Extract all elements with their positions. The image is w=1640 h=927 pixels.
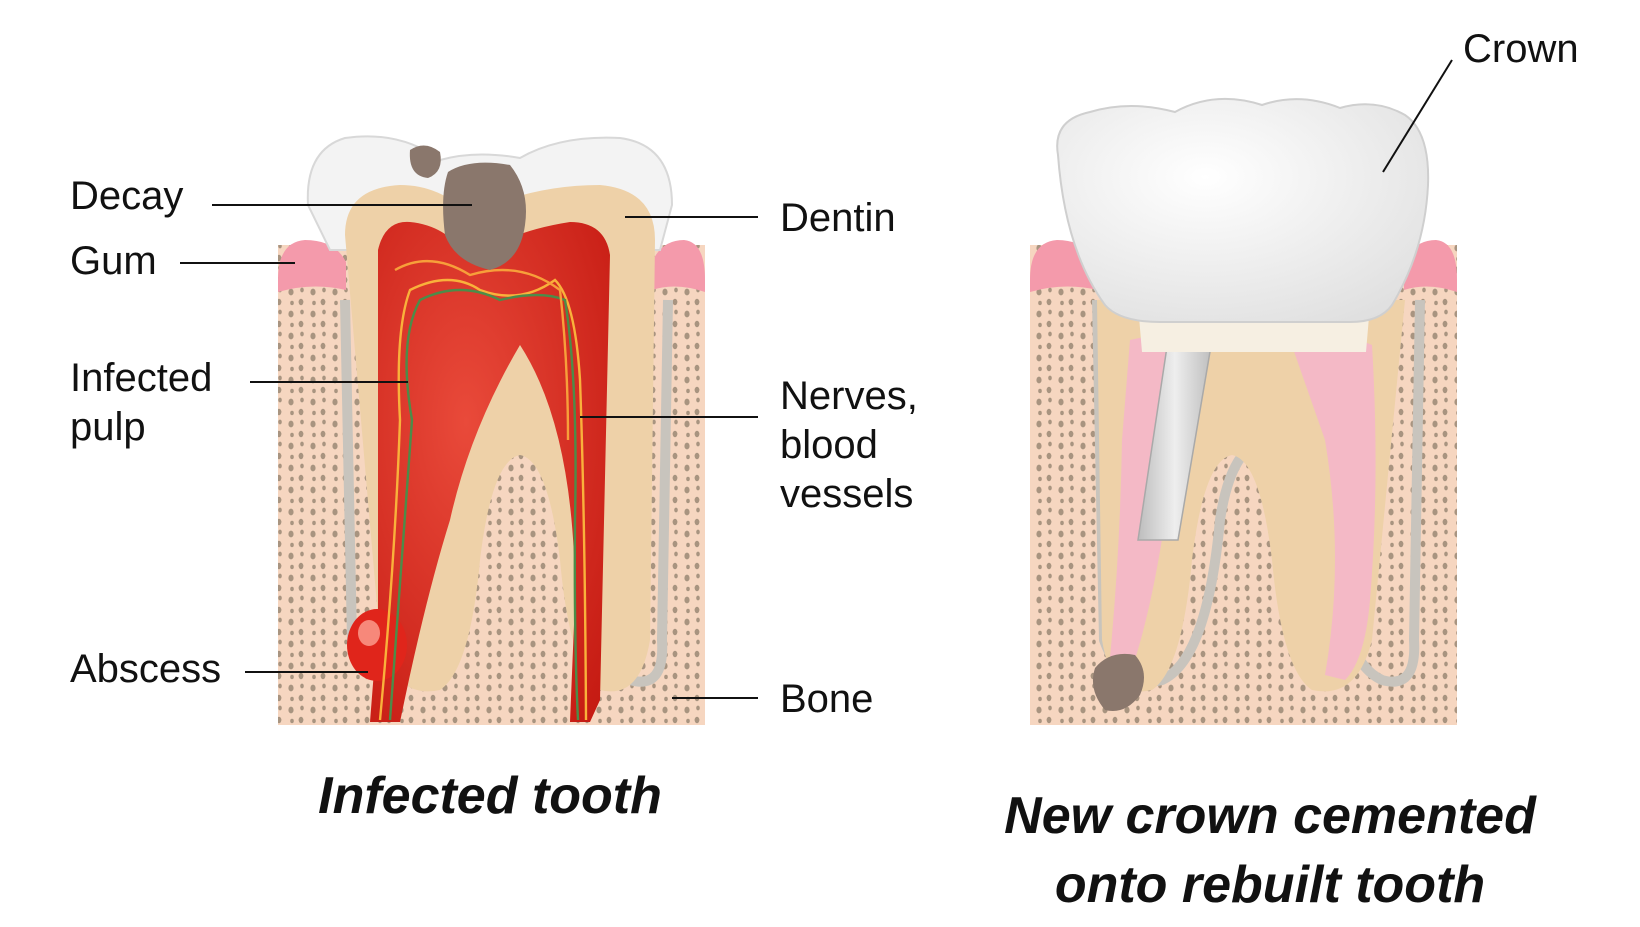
rebuilt-tooth-illustration <box>1030 97 1457 725</box>
right-apex-filling <box>1092 653 1144 711</box>
left-nerves-vessels <box>378 260 588 721</box>
label-crown: Crown <box>1463 27 1579 71</box>
label-dentin: Dentin <box>780 196 896 240</box>
left-gum-left <box>278 240 346 292</box>
label-gum: Gum <box>70 239 157 283</box>
right-root-canal-right <box>1290 336 1376 680</box>
left-leader-lines <box>180 204 758 699</box>
right-crown <box>1056 97 1430 323</box>
label-abscess: Abscess <box>70 647 222 691</box>
label-bone: Bone <box>780 677 874 721</box>
right-gum-right <box>1404 240 1457 292</box>
label-nerves-blood-vessels: Nerves, blood vessels <box>780 374 918 516</box>
crown-leader-line <box>1382 59 1453 173</box>
label-decay: Decay <box>70 174 184 218</box>
label-infected-pulp: Infected pulp <box>70 356 213 449</box>
left-infected-pulp <box>370 221 610 722</box>
caption-infected-tooth: Infected tooth <box>318 767 662 825</box>
caption-rebuilt-tooth: New crown cemented onto rebuilt tooth <box>1004 787 1536 914</box>
left-gum-right <box>652 240 705 292</box>
left-decay <box>443 162 526 270</box>
left-decay-spot <box>409 145 441 178</box>
infected-tooth-illustration <box>278 135 705 725</box>
